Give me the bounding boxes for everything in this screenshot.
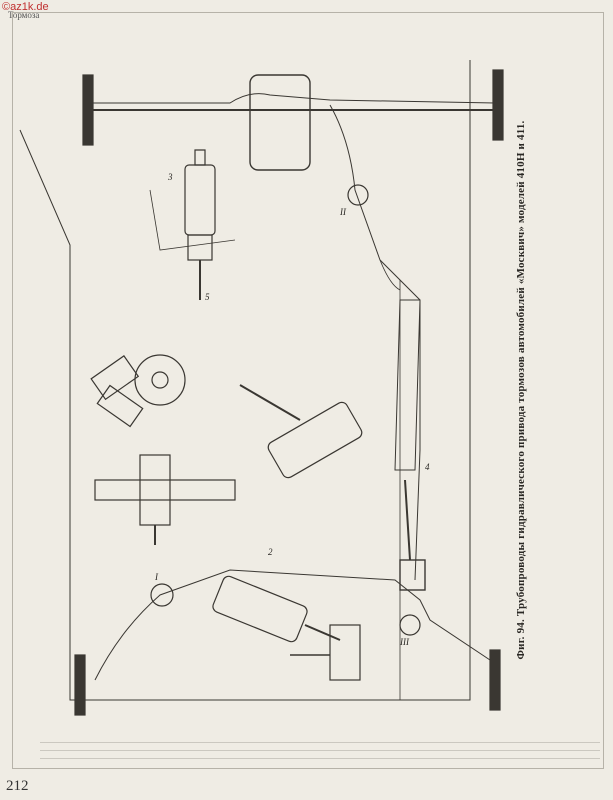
callout-II-top: II xyxy=(339,207,347,217)
rear-axle-housing xyxy=(249,74,311,171)
brake-pedal-rod xyxy=(404,479,411,561)
callout-3: 3 xyxy=(167,172,173,182)
front-left-wheel xyxy=(74,654,86,716)
page-number: 212 xyxy=(6,778,29,794)
detail-III-circle xyxy=(399,614,421,636)
running-header: Тормоза xyxy=(8,10,40,20)
fitting-detail-top xyxy=(149,149,236,300)
tee-fitting-detail xyxy=(90,354,186,428)
angled-fitting-detail xyxy=(239,384,363,479)
callout-I: I xyxy=(154,572,159,582)
page-frame xyxy=(12,12,604,769)
callout-III: III xyxy=(399,637,410,647)
site-watermark: ©az1k.de xyxy=(2,1,49,13)
wheel-cylinder-detail xyxy=(212,575,361,681)
callout-5: 5 xyxy=(205,292,210,302)
union-detail xyxy=(94,454,236,545)
footnote-line xyxy=(40,742,600,743)
footnote-line xyxy=(40,758,600,759)
front-brake-line xyxy=(94,569,491,681)
callout-4: 4 xyxy=(425,462,430,472)
callout-2: 2 xyxy=(268,547,273,557)
body-outline xyxy=(19,60,471,701)
detail-II-circle xyxy=(347,184,369,206)
rear-right-wheel xyxy=(492,69,504,141)
rear-left-wheel xyxy=(82,74,94,146)
detail-I-circle xyxy=(150,583,174,607)
exhaust-pipe xyxy=(379,259,401,291)
main-brake-line xyxy=(329,104,421,581)
figure-caption: Фиг. 94. Трубопроводы гидравлического пр… xyxy=(515,120,527,660)
front-right-wheel xyxy=(489,649,501,711)
master-cylinder xyxy=(399,559,426,591)
faint-footnote-lines xyxy=(40,735,600,773)
caption-column: Фиг. 94. Трубопроводы гидравлического пр… xyxy=(512,90,530,690)
footnote-line xyxy=(40,750,600,751)
drive-shaft xyxy=(394,299,421,471)
rear-brake-line xyxy=(90,93,496,104)
